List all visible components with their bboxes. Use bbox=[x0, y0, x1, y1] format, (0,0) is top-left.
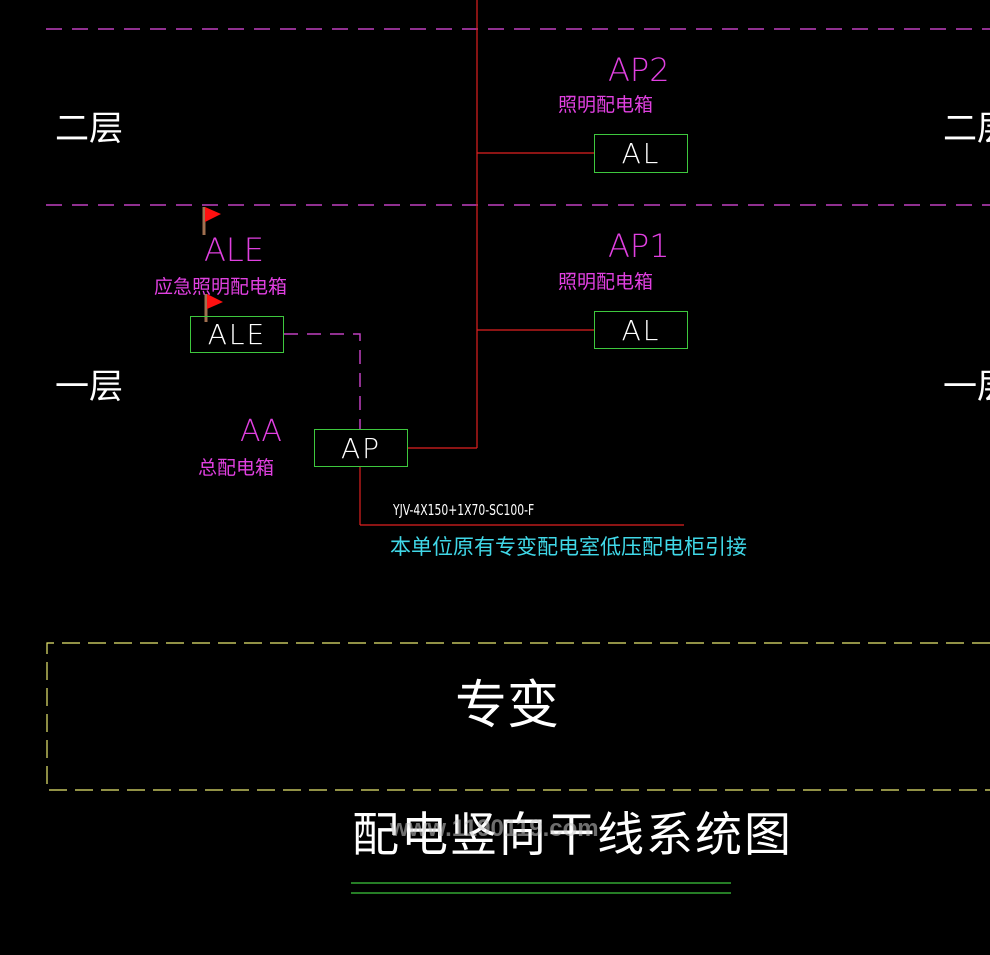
panel-code-ale: ALE bbox=[204, 231, 264, 269]
panel-box-aa[interactable]: AP bbox=[314, 429, 408, 467]
floor-label-first-right: 一层 bbox=[943, 367, 990, 407]
panel-box-ale[interactable]: ALE bbox=[190, 316, 284, 353]
panel-desc-ap1: 照明配电箱 bbox=[558, 271, 654, 293]
panel-box-label: AL bbox=[621, 313, 661, 347]
panel-box-label: AP bbox=[340, 431, 382, 465]
transformer-boundary bbox=[46, 642, 990, 791]
panel-desc-ap2: 照明配电箱 bbox=[558, 94, 654, 116]
floor-label-second-left: 二层 bbox=[55, 109, 123, 149]
diagram-title: 配电竖向干线系统图 bbox=[352, 808, 793, 863]
emergency-feeder-dashed bbox=[284, 333, 361, 429]
panel-code-aa: AA bbox=[240, 414, 282, 449]
panel-box-ap1[interactable]: AL bbox=[594, 311, 688, 349]
panel-desc-ale: 应急照明配电箱 bbox=[154, 276, 288, 298]
floor-label-second-right: 二层 bbox=[943, 109, 990, 149]
transformer-label: 专变 bbox=[455, 676, 560, 736]
floor-label-first-left: 一层 bbox=[55, 367, 123, 407]
flag-icon[interactable] bbox=[202, 207, 221, 235]
source-note: 本单位原有专变配电室低压配电柜引接 bbox=[390, 535, 747, 559]
panel-code-ap1: AP1 bbox=[608, 227, 670, 265]
panel-box-ap2[interactable]: AL bbox=[594, 134, 688, 173]
cable-spec: YJV-4X150+1X70-SC100-F bbox=[393, 501, 535, 519]
watermark: www.1190119.com bbox=[390, 815, 599, 842]
flag-icon[interactable] bbox=[204, 294, 223, 322]
panel-code-ap2: AP2 bbox=[608, 51, 670, 89]
panel-desc-aa: 总配电箱 bbox=[198, 457, 275, 479]
panel-box-label: ALE bbox=[207, 318, 267, 351]
panel-box-label: AL bbox=[621, 137, 661, 170]
